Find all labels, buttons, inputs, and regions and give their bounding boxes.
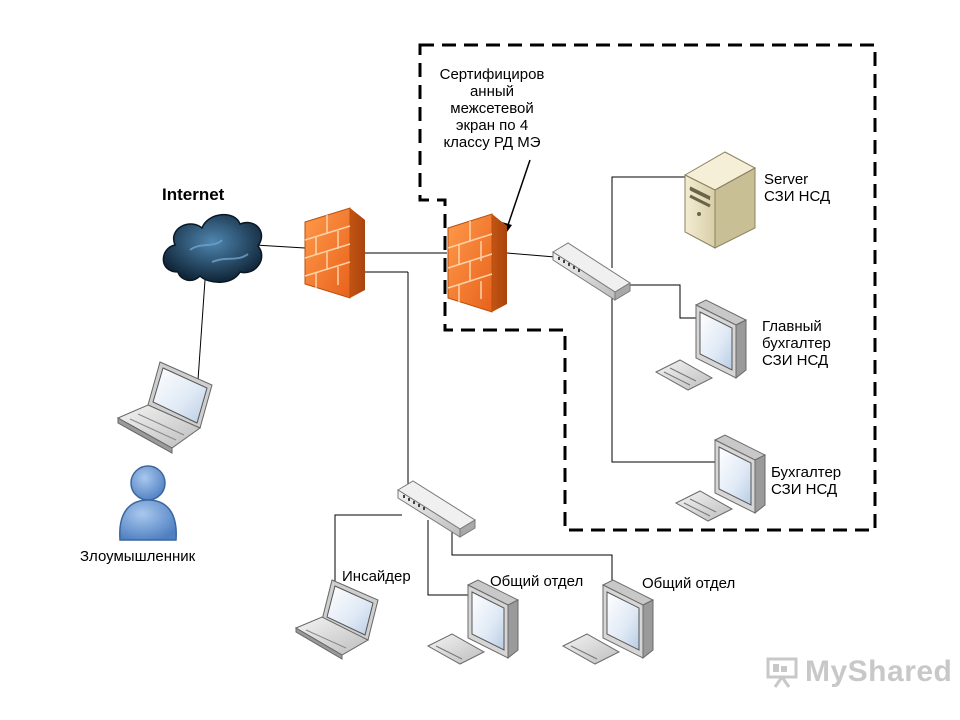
callout-arrow bbox=[502, 159, 531, 236]
server-icon bbox=[683, 151, 757, 249]
general-dept-workstation-1-icon bbox=[426, 579, 520, 665]
server-label: Server СЗИ НСД bbox=[764, 171, 831, 205]
lower-switch-icon bbox=[397, 480, 476, 538]
attacker-label: Злоумышленник bbox=[80, 548, 196, 565]
certified-firewall-label: Сертифициров анный межсетевой экран по 4… bbox=[439, 66, 545, 151]
insider-laptop-icon bbox=[294, 579, 379, 660]
outer-firewall-icon bbox=[304, 207, 365, 299]
presentation-board-icon bbox=[766, 657, 798, 688]
watermark-text: MyShared bbox=[805, 655, 953, 688]
chief-accountant-workstation-icon bbox=[654, 299, 748, 391]
chief-accountant-label: Главный бухгалтер СЗИ НСД bbox=[762, 318, 831, 369]
attacker-laptop-icon bbox=[116, 361, 213, 454]
accountant-workstation-icon bbox=[674, 434, 767, 522]
general-dept-workstation-2-icon bbox=[561, 579, 655, 665]
attacker-person-icon bbox=[119, 465, 177, 541]
insider-label: Инсайдер bbox=[342, 568, 411, 585]
connection-lines bbox=[197, 176, 715, 596]
security-perimeter bbox=[418, 43, 877, 532]
watermark: MyShared bbox=[765, 655, 952, 689]
accountant-label: Бухгалтер СЗИ НСД bbox=[771, 464, 842, 498]
certified-firewall-icon bbox=[447, 213, 507, 313]
internet-cloud-icon bbox=[162, 214, 263, 283]
general-dept-2-label: Общий отдел bbox=[642, 575, 736, 592]
general-dept-1-label: Общий отдел bbox=[490, 573, 584, 590]
upper-switch-icon bbox=[552, 242, 631, 301]
internet-label: Internet bbox=[162, 185, 225, 204]
